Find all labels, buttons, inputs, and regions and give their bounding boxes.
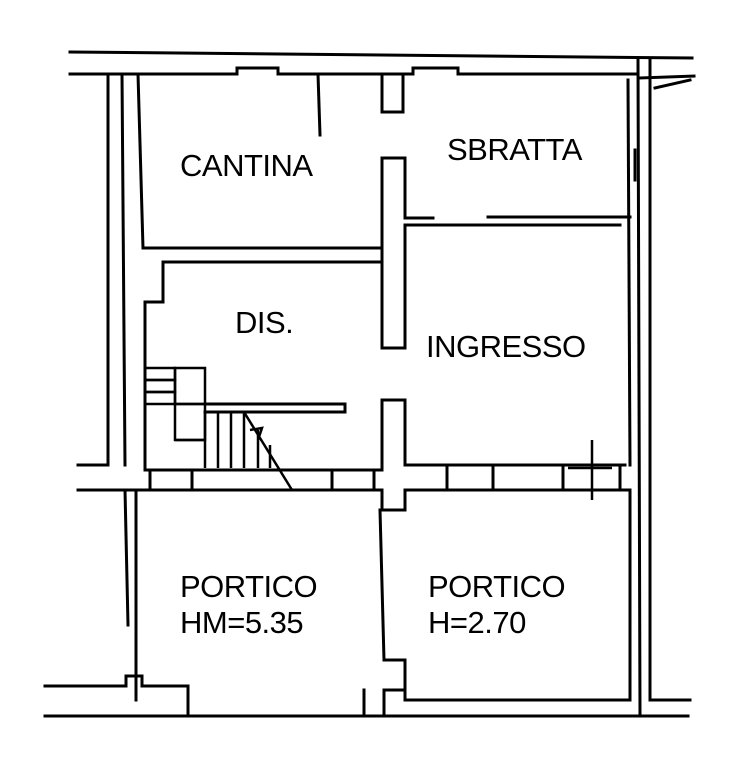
- room-label-cantina: CANTINA: [180, 148, 313, 183]
- ground-wall: [146, 398, 627, 500]
- room-label-portico-left: PORTICO: [180, 569, 317, 604]
- staircase: [143, 366, 294, 491]
- room-height-portico-right: H=2.70: [428, 605, 526, 640]
- portico-walls: [76, 488, 632, 718]
- outer-walls: [43, 50, 696, 718]
- room-label-sbratta: SBRATTA: [447, 132, 583, 167]
- room-label-dis: DIS.: [235, 305, 293, 340]
- cantina-walls: [136, 72, 405, 250]
- room-height-portico-left: HM=5.35: [180, 605, 303, 640]
- partition-walls: [380, 78, 637, 467]
- room-label-portico-right: PORTICO: [428, 569, 565, 604]
- room-label-ingresso: INGRESSO: [426, 329, 586, 364]
